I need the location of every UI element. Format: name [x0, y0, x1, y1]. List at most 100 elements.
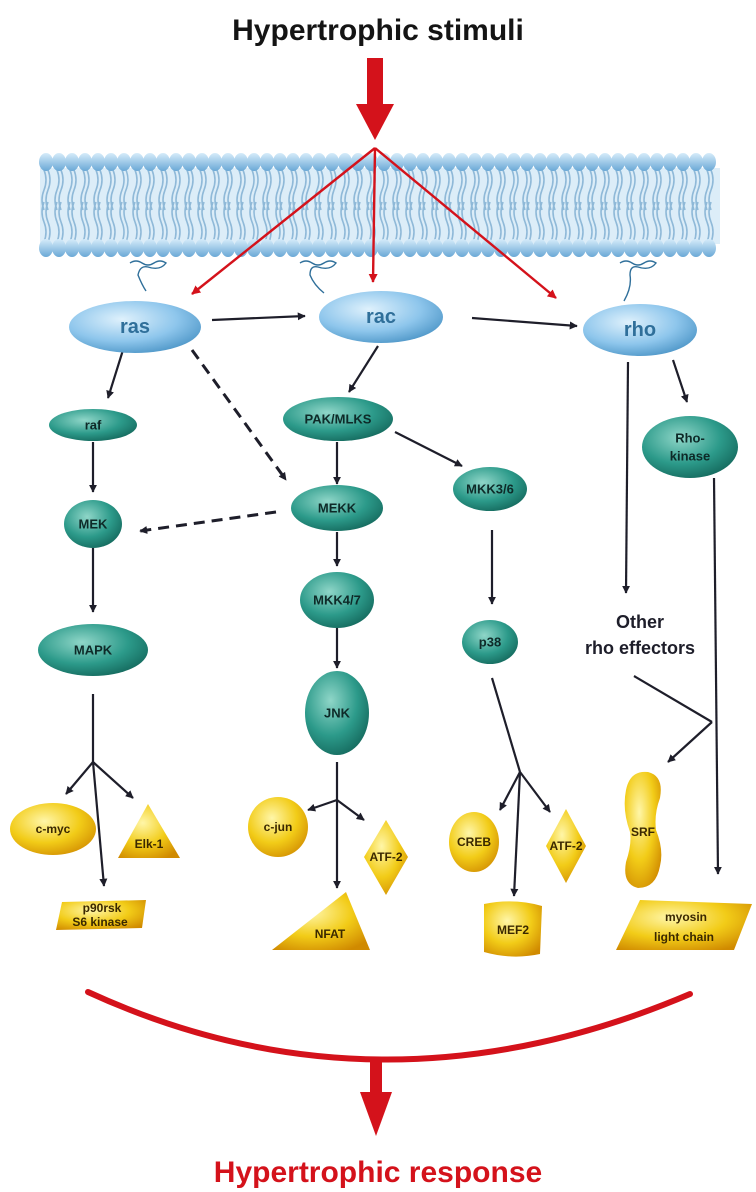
mkk47-shape	[300, 572, 374, 628]
lipid-tail	[262, 201, 272, 243]
lipid-tail	[288, 201, 298, 243]
lipid-head	[325, 239, 339, 257]
lipid-tail	[106, 169, 116, 211]
lipid-head	[559, 239, 573, 257]
lipid-head	[208, 239, 222, 257]
cell-membrane	[39, 153, 720, 257]
lipid-head	[260, 153, 274, 171]
lipid-head	[117, 239, 131, 257]
cmyc-label: c-myc	[36, 822, 71, 836]
lipid-head	[611, 153, 625, 171]
lipid-tail	[106, 201, 116, 243]
lipid-head	[533, 239, 547, 257]
lipid-head	[455, 239, 469, 257]
lipid-head	[546, 239, 560, 257]
lipid-head	[78, 239, 92, 257]
lipid-tail	[587, 201, 597, 243]
ras-node: ras	[69, 301, 201, 353]
lipid-tail	[80, 169, 90, 211]
lipid-tail	[210, 201, 220, 243]
lipid-head	[351, 239, 365, 257]
lipid-tail	[574, 169, 584, 211]
lipid-head	[520, 239, 534, 257]
lipid-tail	[535, 201, 545, 243]
lipid-head	[143, 153, 157, 171]
mekk-node: MEKK	[291, 485, 383, 531]
indirect-arrows	[139, 349, 288, 534]
lipid-head	[338, 239, 352, 257]
rho-label: rho	[624, 319, 656, 341]
lipid-head	[39, 239, 53, 257]
lipid-head	[702, 239, 716, 257]
lipid-tail	[158, 169, 168, 211]
atf2-jnk-shape	[364, 820, 408, 895]
lipid-tail	[483, 169, 493, 211]
myosin-light-chain-shape	[616, 900, 752, 950]
lipid-anchors	[129, 260, 658, 302]
p38-node: p38	[462, 620, 518, 664]
jnk-node: JNK	[305, 671, 369, 755]
lipid-tail	[665, 201, 675, 243]
lipid-head	[403, 239, 417, 257]
lipid-tail	[249, 201, 259, 243]
rac-shape	[319, 291, 443, 343]
lipid-head	[65, 153, 79, 171]
lipid-tail	[171, 169, 181, 211]
membrane-heads-bottom	[39, 239, 716, 257]
lipid-tail	[587, 169, 597, 211]
lipid-tail	[470, 201, 480, 243]
lipid-tail	[470, 169, 480, 211]
lipid-head	[377, 239, 391, 257]
lipid-tail	[639, 169, 649, 211]
lipid-head	[533, 153, 547, 171]
lipid-tail	[210, 169, 220, 211]
other-rho-effectors: Other rho effectors	[585, 612, 695, 658]
lipid-tail	[691, 201, 701, 243]
lipid-head	[234, 153, 248, 171]
lipid-tail	[54, 169, 64, 211]
title: Hypertrophic stimuli	[232, 14, 524, 47]
raf-label: raf	[85, 418, 102, 433]
lipid-tail	[548, 201, 558, 243]
lipid-tail	[184, 201, 194, 243]
creb-shape	[449, 812, 499, 872]
lipid-tail	[197, 169, 207, 211]
lipid-tail	[392, 169, 402, 211]
lipid-tail	[626, 169, 636, 211]
response-bracket	[85, 989, 693, 1136]
lipid-head	[585, 153, 599, 171]
membrane-tails-bottom	[41, 201, 714, 243]
lipid-tail	[158, 201, 168, 243]
mef2-label: MEF2	[497, 923, 529, 937]
lipid-tail	[379, 201, 389, 243]
myosin-label-1: myosin	[665, 910, 707, 924]
lipid-tail	[184, 169, 194, 211]
response-bracket-curve	[85, 989, 693, 1063]
lipid-tail	[561, 201, 571, 243]
lipid-head	[494, 239, 508, 257]
lipid-head	[663, 153, 677, 171]
mekk-label: MEKK	[318, 501, 357, 516]
lipid-tail	[626, 201, 636, 243]
membrane-tails-top	[41, 169, 714, 211]
rac-label: rac	[366, 306, 396, 328]
p90rsk-label-2: S6 kinase	[72, 915, 128, 929]
lipid-head	[416, 153, 430, 171]
lipid-head	[650, 239, 664, 257]
lipid-head	[559, 153, 573, 171]
lipid-head	[546, 153, 560, 171]
lipid-tail	[522, 201, 532, 243]
lipid-head	[208, 153, 222, 171]
lipid-tail	[496, 169, 506, 211]
lipid-tail	[613, 169, 623, 211]
ras-shape	[69, 301, 201, 353]
lipid-head	[104, 239, 118, 257]
lipid-tail	[509, 169, 519, 211]
lipid-tail	[119, 201, 129, 243]
lipid-head	[455, 153, 469, 171]
lipid-tail	[223, 169, 233, 211]
lipid-tail	[704, 169, 714, 211]
lipid-head	[325, 153, 339, 171]
lipid-head	[286, 153, 300, 171]
lipid-head	[689, 153, 703, 171]
